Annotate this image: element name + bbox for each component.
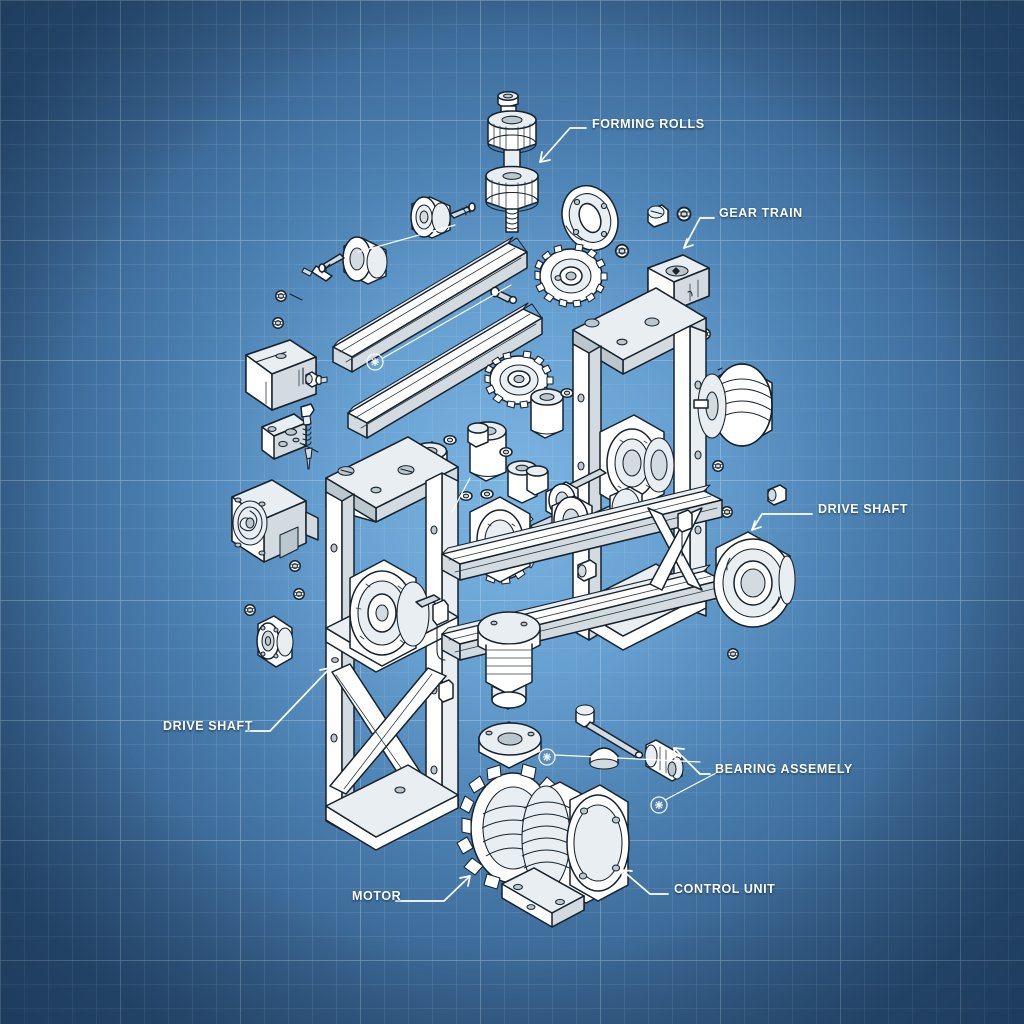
component-fasteners-top [614, 204, 739, 660]
component-mount-plate-left [261, 413, 319, 460]
component-roll-hub-left [318, 236, 388, 285]
component-knurled-roll-right [693, 363, 773, 447]
label-gear-train: GEAR TRAIN [719, 206, 803, 220]
component-spool-left [305, 371, 328, 388]
label-bearing-assembly: BEARING ASSEMELY [715, 762, 853, 776]
component-beam-upper [332, 236, 528, 373]
component-spur-gear-top [534, 243, 608, 308]
label-control-unit: CONTROL UNIT [674, 882, 776, 896]
component-stepper-block-left [231, 479, 319, 563]
component-brackets [432, 509, 693, 703]
label-drive-shaft-right: DRIVE SHAFT [818, 502, 908, 516]
component-spacer-a [530, 388, 564, 439]
component-flange-housing-center [477, 611, 542, 769]
component-roll-hub-right [410, 196, 476, 239]
component-control-box-top [647, 254, 710, 311]
component-dome-cap [589, 747, 619, 770]
label-forming-rolls: FORMING ROLLS [592, 117, 705, 131]
component-beam-lower [347, 302, 543, 439]
component-bearing-right [713, 531, 796, 628]
leader-lines [245, 127, 813, 902]
component-small-parts-top [467, 422, 549, 496]
component-pulley-left [256, 615, 294, 668]
component-shaft-pin-bottom [575, 704, 644, 759]
component-motor-main [456, 763, 630, 928]
component-bolt-over-beam [490, 286, 518, 305]
component-control-box-left [245, 339, 317, 411]
label-drive-shaft-left: DRIVE SHAFT [163, 719, 253, 733]
component-forming-roll-upper [485, 91, 539, 233]
component-spur-gear-mid [484, 350, 554, 409]
label-motor: MOTOR [352, 889, 402, 903]
component-bearing-left-frame [349, 559, 441, 667]
component-small-parts-right [577, 484, 787, 582]
callout-markers [366, 353, 668, 814]
component-spring-plunger [300, 403, 315, 470]
component-flange-bearing-top [561, 185, 619, 251]
